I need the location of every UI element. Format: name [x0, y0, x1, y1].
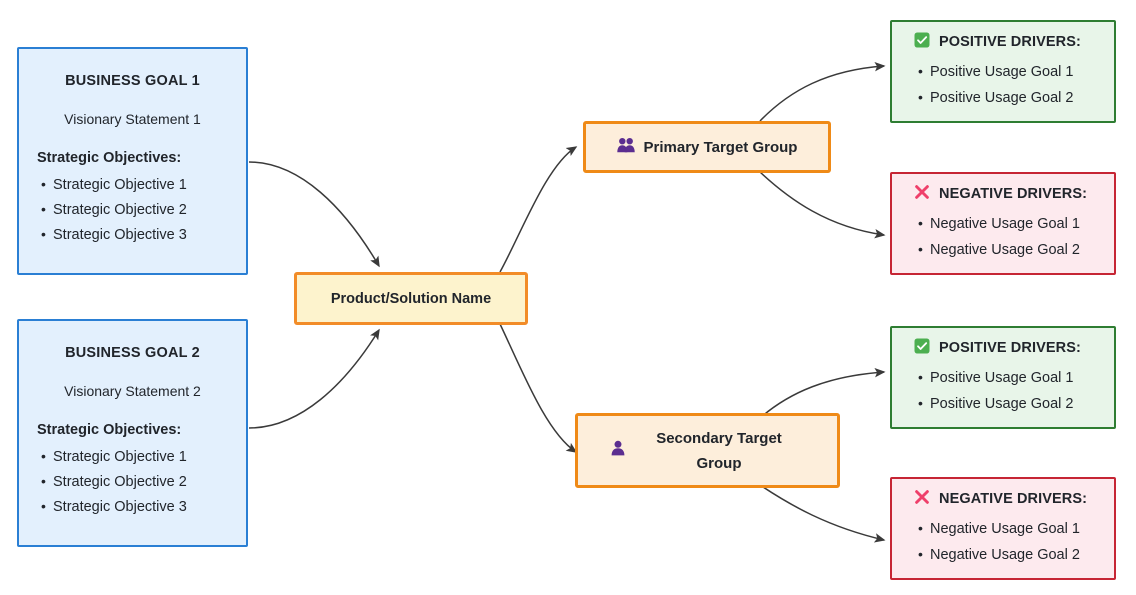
secondary-target-group-node[interactable]: Secondary Target Group	[575, 413, 840, 488]
single-person-icon	[611, 440, 625, 461]
list-item: Negative Usage Goal 2	[918, 542, 1098, 568]
negative-drivers-heading-top: NEGATIVE DRIVERS:	[939, 186, 1088, 202]
business-goal-1-node[interactable]: BUSINESS GOAL 1 Visionary Statement 1 St…	[17, 47, 248, 275]
positive-drivers-heading-row-top: POSITIVE DRIVERS:	[912, 32, 1098, 53]
negative-drivers-node-top[interactable]: NEGATIVE DRIVERS: Negative Usage Goal 1 …	[890, 172, 1116, 275]
edge-product-to-secondary	[499, 323, 578, 453]
positive-drivers-heading-row-bottom: POSITIVE DRIVERS:	[912, 338, 1098, 359]
negative-drivers-list-bottom: Negative Usage Goal 1 Negative Usage Goa…	[912, 516, 1098, 568]
primary-target-group-node[interactable]: Primary Target Group	[583, 121, 831, 173]
positive-drivers-heading-bottom: POSITIVE DRIVERS:	[939, 340, 1081, 356]
business-goal-2-objectives-list: Strategic Objective 1 Strategic Objectiv…	[35, 444, 230, 519]
list-item: Positive Usage Goal 1	[918, 59, 1098, 85]
positive-drivers-list-bottom: Positive Usage Goal 1 Positive Usage Goa…	[912, 365, 1098, 417]
edge-primary-to-positive	[759, 61, 886, 122]
list-item: Strategic Objective 2	[41, 469, 230, 494]
list-item: Negative Usage Goal 1	[918, 516, 1098, 542]
product-solution-label: Product/Solution Name	[330, 290, 492, 307]
product-solution-node[interactable]: Product/Solution Name	[294, 272, 528, 325]
business-goal-2-title: BUSINESS GOAL 2	[65, 345, 200, 361]
business-goal-1-objectives-label: Strategic Objectives:	[37, 150, 182, 166]
negative-drivers-node-bottom[interactable]: NEGATIVE DRIVERS: Negative Usage Goal 1 …	[890, 477, 1116, 580]
edge-product-to-primary	[499, 146, 578, 273]
edge-secondary-to-positive	[759, 367, 886, 419]
list-item: Positive Usage Goal 1	[918, 365, 1098, 391]
positive-drivers-node-bottom[interactable]: POSITIVE DRIVERS: Positive Usage Goal 1 …	[890, 326, 1116, 429]
edge-goal1-to-product	[248, 161, 380, 268]
list-item: Strategic Objective 3	[41, 494, 230, 519]
business-goal-2-objectives-label: Strategic Objectives:	[37, 422, 182, 438]
primary-target-group-row: Primary Target Group	[605, 135, 810, 160]
positive-drivers-node-top[interactable]: POSITIVE DRIVERS: Positive Usage Goal 1 …	[890, 20, 1116, 123]
positive-drivers-heading-top: POSITIVE DRIVERS:	[939, 34, 1081, 50]
business-goal-2-node[interactable]: BUSINESS GOAL 2 Visionary Statement 2 St…	[17, 319, 248, 547]
negative-drivers-list-top: Negative Usage Goal 1 Negative Usage Goa…	[912, 211, 1098, 263]
list-item: Positive Usage Goal 2	[918, 391, 1098, 417]
negative-drivers-heading-bottom: NEGATIVE DRIVERS:	[939, 491, 1088, 507]
check-mark-button-icon	[914, 32, 930, 53]
cross-mark-icon	[914, 489, 930, 510]
list-item: Strategic Objective 3	[41, 222, 230, 247]
primary-target-group-label: Primary Target Group	[643, 138, 798, 156]
check-mark-button-icon	[914, 338, 930, 359]
secondary-target-group-label: Secondary Target Group	[656, 429, 782, 472]
business-goal-1-title: BUSINESS GOAL 1	[65, 73, 200, 89]
negative-drivers-heading-row-bottom: NEGATIVE DRIVERS:	[912, 489, 1098, 510]
edge-primary-to-negative	[759, 171, 886, 239]
list-item: Negative Usage Goal 1	[918, 211, 1098, 237]
edge-secondary-to-negative	[759, 484, 886, 543]
business-goal-1-objectives-list: Strategic Objective 1 Strategic Objectiv…	[35, 172, 230, 247]
edge-goal2-to-product	[248, 328, 380, 429]
secondary-target-group-row: Secondary Target Group	[599, 426, 816, 476]
positive-drivers-list-top: Positive Usage Goal 1 Positive Usage Goa…	[912, 59, 1098, 111]
business-goal-2-vision: Visionary Statement 2	[64, 383, 201, 399]
list-item: Negative Usage Goal 2	[918, 237, 1098, 263]
negative-drivers-heading-row-top: NEGATIVE DRIVERS:	[912, 184, 1098, 205]
cross-mark-icon	[914, 184, 930, 205]
list-item: Strategic Objective 1	[41, 444, 230, 469]
list-item: Strategic Objective 1	[41, 172, 230, 197]
list-item: Positive Usage Goal 2	[918, 85, 1098, 111]
list-item: Strategic Objective 2	[41, 197, 230, 222]
two-people-icon	[616, 137, 635, 158]
business-goal-1-vision: Visionary Statement 1	[64, 111, 201, 127]
